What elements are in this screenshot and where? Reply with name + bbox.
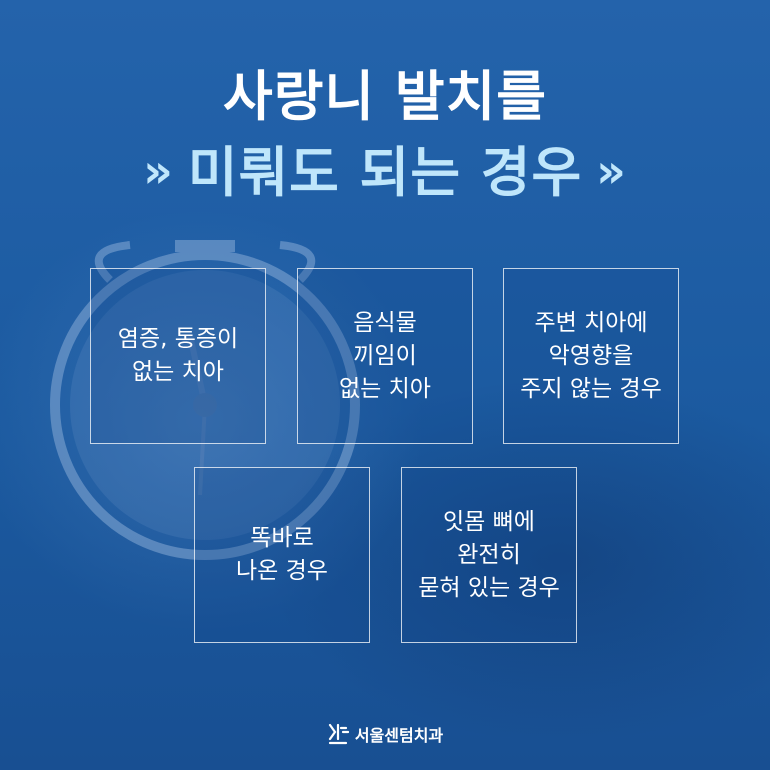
case-card-4: 똑바로 나온 경우 xyxy=(194,467,370,643)
case-text: 잇몸 뼈에 완전히 묻혀 있는 경우 xyxy=(418,508,560,601)
title-line-1: 사랑니 발치를 xyxy=(223,65,547,128)
case-card-5: 잇몸 뼈에 완전히 묻혀 있는 경우 xyxy=(401,467,577,643)
case-text: 염증, 통증이 없는 치아 xyxy=(117,326,239,385)
alarm-clock-icon xyxy=(50,240,360,560)
case-text: 주변 치아에 악영향을 주지 않는 경우 xyxy=(520,309,662,402)
case-card-3: 주변 치아에 악영향을 주지 않는 경우 xyxy=(503,268,679,444)
case-card-1: 염증, 통증이 없는 치아 xyxy=(90,268,266,444)
title-line-2-text: 미뤄도 되는 경우 xyxy=(187,141,583,204)
brand-name: 서울센텀치과 xyxy=(354,726,444,745)
case-text: 똑바로 나온 경우 xyxy=(236,525,328,584)
tooth-logo-icon xyxy=(328,723,349,745)
case-text: 음식물 끼임이 없는 치아 xyxy=(339,309,431,402)
case-card-2: 음식물 끼임이 없는 치아 xyxy=(297,268,473,444)
double-chevron-right-icon: » xyxy=(143,144,174,198)
double-chevron-right-icon: » xyxy=(596,144,627,198)
brand-logo: 서울센텀치과 xyxy=(0,722,770,746)
title-line-2: »미뤄도 되는 경우» xyxy=(0,128,770,207)
